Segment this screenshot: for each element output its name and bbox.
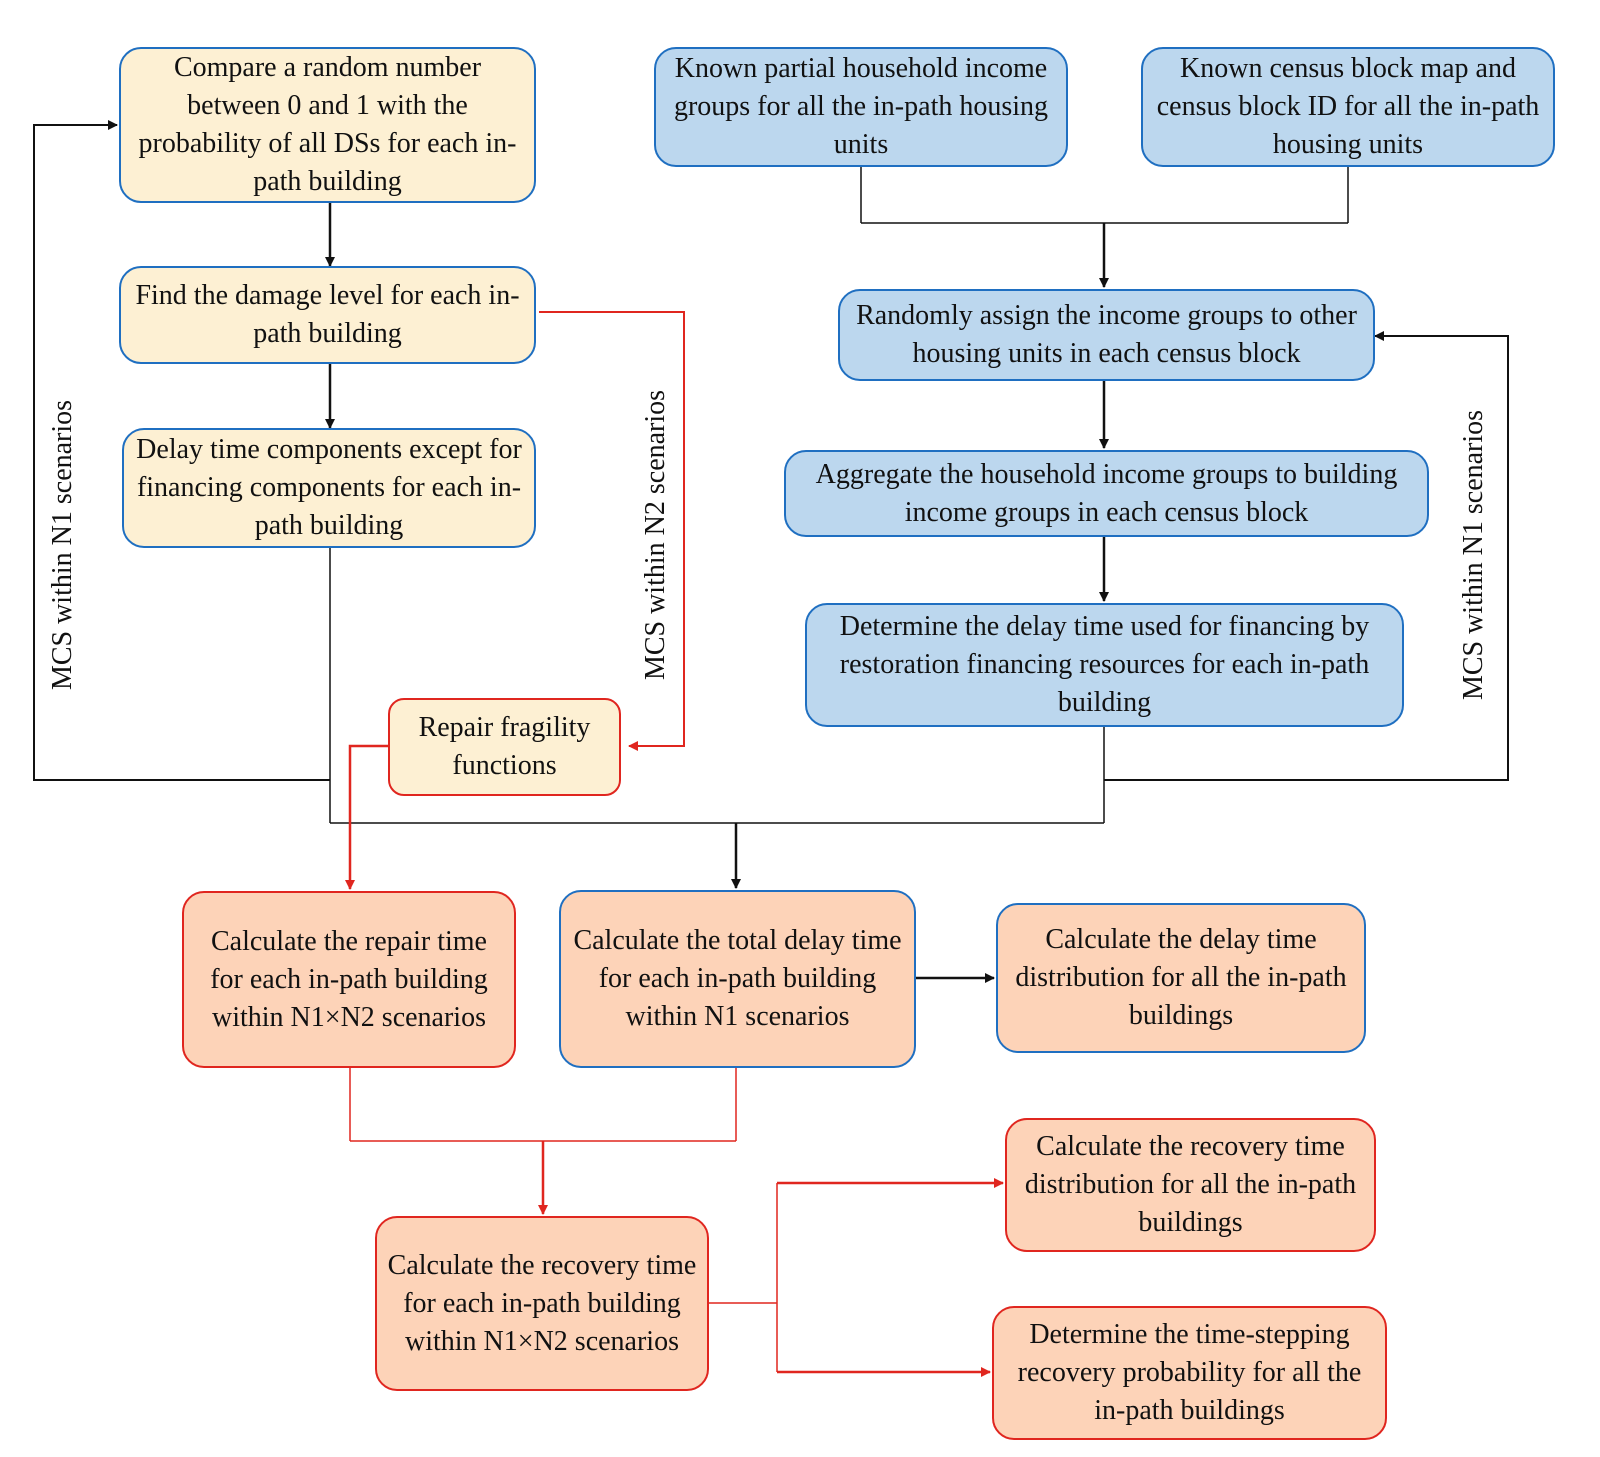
known-census-block-box: Known census block map and census block … (1141, 47, 1555, 167)
randomly-assign-box: Randomly assign the income groups to oth… (838, 289, 1375, 381)
time-stepping-recovery-box: Determine the time-stepping recovery pro… (992, 1306, 1387, 1440)
known-census-block-text: Known census block map and census block … (1156, 53, 1540, 160)
known-income-groups-text: Known partial household income groups fo… (673, 53, 1049, 160)
find-damage-level-text: Find the damage level for each in-path b… (135, 280, 520, 349)
compare-random-number-text: Compare a random number between 0 and 1 … (138, 52, 517, 197)
loop-label-left-n1: MCS within N1 scenarios (47, 399, 78, 691)
determine-delay-financing-text: Determine the delay time used for financ… (839, 611, 1370, 718)
calc-recovery-distribution-box: Calculate the recovery time distribution… (1005, 1118, 1376, 1252)
known-income-groups-box: Known partial household income groups fo… (654, 47, 1068, 167)
compare-random-number-box: Compare a random number between 0 and 1 … (119, 47, 536, 203)
aggregate-income-text: Aggregate the household income groups to… (815, 458, 1398, 528)
calc-recovery-time-box: Calculate the recovery time for each in-… (375, 1216, 709, 1391)
find-damage-level-box: Find the damage level for each in-path b… (119, 266, 536, 364)
loop-left-n1 (33, 120, 330, 781)
randomly-assign-text: Randomly assign the income groups to oth… (856, 300, 1357, 369)
calc-repair-time-box: Calculate the repair time for each in-pa… (182, 891, 516, 1068)
calc-delay-distribution-box: Calculate the delay time distribution fo… (996, 903, 1366, 1053)
calc-delay-distribution-text: Calculate the delay time distribution fo… (1015, 924, 1347, 1031)
calc-total-delay-text: Calculate the total delay time for each … (573, 925, 902, 1032)
calc-recovery-distribution-text: Calculate the recovery time distribution… (1024, 1131, 1357, 1238)
calc-recovery-time-text: Calculate the recovery time for each in-… (387, 1249, 697, 1357)
time-stepping-recovery-text: Determine the time-stepping recovery pro… (1017, 1319, 1362, 1426)
repair-fragility-functions-text: Repair fragility functions (418, 712, 591, 781)
determine-delay-financing-box: Determine the delay time used for financ… (805, 603, 1404, 727)
loop-middle-n2 (539, 311, 685, 751)
calc-total-delay-box: Calculate the total delay time for each … (559, 890, 916, 1068)
calc-repair-time-text: Calculate the repair time for each in-pa… (210, 925, 488, 1033)
aggregate-income-box: Aggregate the household income groups to… (784, 450, 1429, 537)
loop-label-middle-n2: MCS within N2 scenarios (640, 389, 671, 681)
loop-label-right-n1: MCS within N1 scenarios (1458, 409, 1489, 701)
repair-fragility-functions-box: Repair fragility functions (388, 698, 621, 796)
delay-time-components-box: Delay time components except for financi… (122, 428, 536, 548)
delay-time-components-text: Delay time components except for financi… (136, 434, 522, 541)
loop-right-n1 (1104, 331, 1509, 781)
arrow-fragility-to-repair (345, 744, 388, 890)
